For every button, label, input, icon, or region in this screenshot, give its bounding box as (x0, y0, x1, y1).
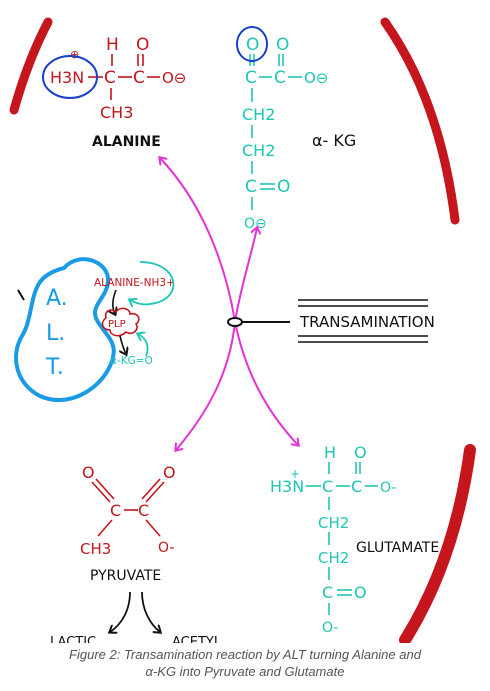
red-arc-left (9, 17, 53, 115)
red-arc-right-top (380, 17, 460, 225)
alanine-nh3: H3N (50, 68, 84, 87)
alt-black-arrow-down-2 (120, 335, 126, 354)
arrow-to-akg (234, 228, 257, 323)
pyruvate-o1: O (82, 463, 95, 482)
pyruvate-ch3: CH3 (80, 540, 111, 558)
pyruvate-molecule: O O C C CH3 O- (80, 463, 176, 558)
glutamate-o: O (354, 443, 367, 462)
alanine-c2: C (133, 68, 145, 88)
figure-caption: Figure 2: Transamination reaction by ALT… (0, 646, 490, 680)
akg-o-minus: O⊖ (304, 69, 328, 87)
glutamate-label: GLUTAMATE (356, 540, 439, 556)
akg-oxygen-circle (236, 26, 268, 62)
glutamate-c1: C (322, 477, 333, 496)
reaction-center-node (227, 317, 243, 327)
glutamate-h: H (324, 443, 336, 462)
alanine-plus-charge: ⊕ (70, 48, 79, 61)
alanine-amine-circle (42, 55, 98, 99)
akg-ch2-a: CH2 (242, 105, 275, 124)
caption-line-1: Figure 2: Transamination reaction by ALT… (69, 647, 421, 662)
glutamate-o-minus: O- (380, 480, 396, 496)
caption-backdrop (0, 643, 490, 686)
alt-black-arrow-down (113, 289, 116, 314)
alt-enzyme-tail (17, 289, 25, 301)
akg-o2: O (276, 35, 289, 55)
pyruvate-c1: C (110, 501, 121, 520)
transamination-label: TRANSAMINATION (299, 313, 435, 331)
akg-label: α- KG (312, 131, 356, 150)
akg-o1: O (246, 35, 259, 55)
caption-line-2: α-KG into Pyruvate and Glutamate (145, 664, 345, 679)
glutamate-o3: O (354, 583, 367, 602)
akg-o3: O (277, 177, 290, 197)
alanine-c1: C (104, 68, 116, 88)
pyruvate-o2: O (163, 463, 176, 482)
alt-alanine-nh3: ALANINE-NH3+ (94, 277, 175, 289)
glutamate-molecule: H O + H3N C C O- CH2 CH2 C O O- (270, 443, 396, 636)
arrow-to-lactic (110, 591, 131, 632)
alt-letter-l: L. (46, 321, 65, 346)
akg-molecule: O O C C O⊖ CH2 CH2 C O O⊖ (242, 35, 328, 232)
arrow-to-acetyl (141, 591, 160, 632)
pyruvate-c2: C (138, 501, 149, 520)
akg-c2: C (274, 68, 286, 88)
alanine-molecule: H O ⊕ H3N C C O⊖ CH3 (50, 35, 186, 122)
akg-ch2-b: CH2 (242, 141, 275, 160)
glutamate-plus: + (290, 467, 300, 481)
glutamate-nh3: H3N (270, 477, 304, 496)
alt-plp-burst (101, 307, 140, 337)
alanine-h: H (106, 35, 119, 55)
glutamate-ch2-b: CH2 (318, 549, 349, 567)
alt-letter-t: T. (45, 355, 64, 380)
pyruvate-o-minus: O- (158, 540, 174, 556)
pyruvate-label: PYRUVATE (90, 568, 161, 584)
arrow-to-glutamate (234, 321, 298, 445)
alt-enzyme-outline (14, 257, 116, 402)
alt-teal-arrow-up (138, 334, 149, 357)
alanine-o-minus: O⊖ (162, 69, 186, 87)
alt-plp: PLP (108, 319, 126, 330)
arrow-to-pyruvate (176, 321, 236, 450)
red-arc-right-bottom (399, 444, 476, 646)
akg-c1: C (245, 68, 257, 88)
glutamate-c2: C (351, 477, 362, 496)
arrow-to-alanine (160, 158, 236, 323)
glutamate-ch2-a: CH2 (318, 514, 349, 532)
glutamate-c3: C (322, 583, 333, 602)
alt-letter-a: A. (46, 286, 68, 311)
glutamate-o-minus-b: O- (322, 620, 338, 636)
alanine-ch3: CH3 (100, 103, 133, 122)
akg-c3: C (245, 177, 257, 197)
alanine-o: O (136, 35, 149, 55)
alanine-label: ALANINE (92, 134, 161, 150)
alt-teal-loop (130, 261, 175, 304)
akg-o-minus-b: O⊖ (244, 216, 267, 232)
alt-akg-o: α-KG=O (110, 355, 153, 367)
